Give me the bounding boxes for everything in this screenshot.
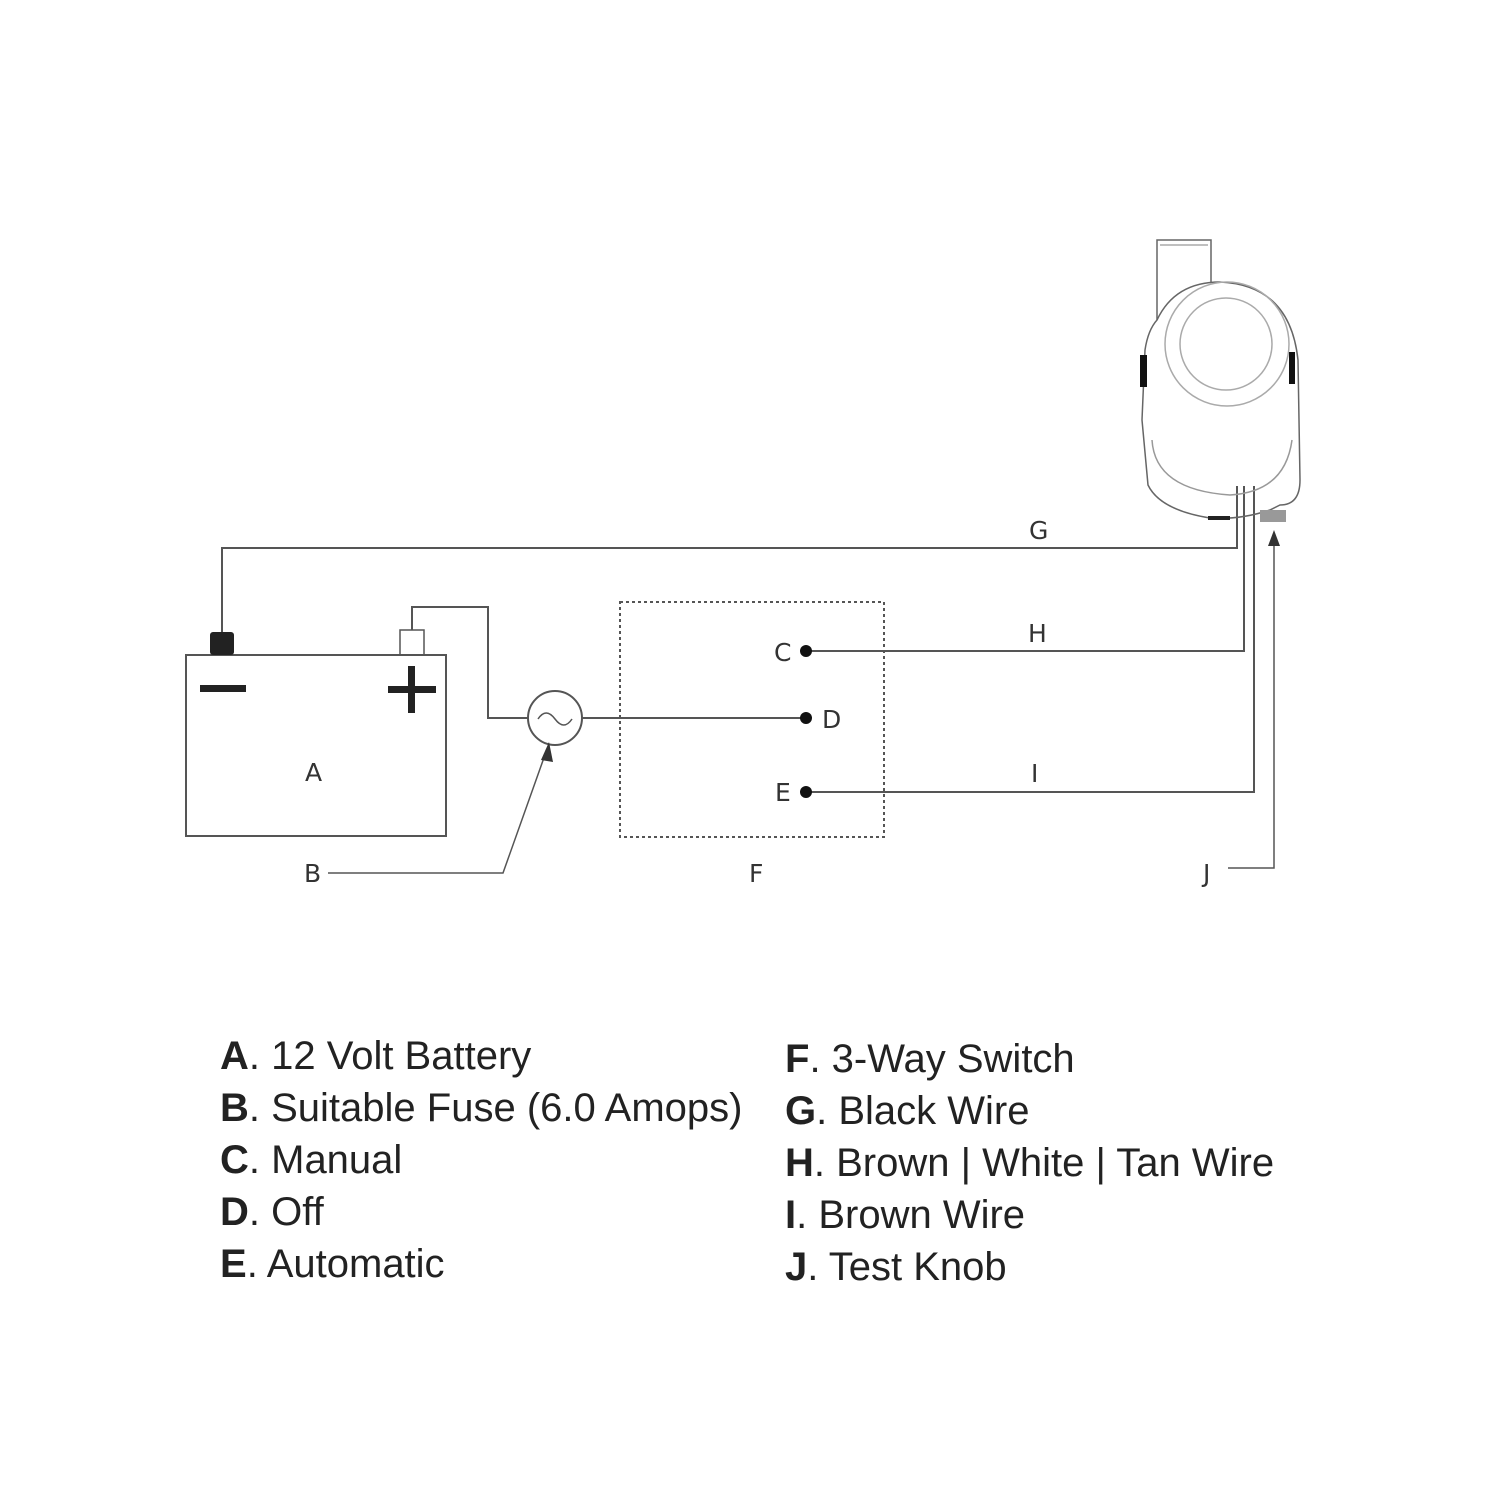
battery: [185, 654, 447, 837]
legend-key: I: [785, 1193, 797, 1237]
positive-terminal: [399, 629, 425, 656]
legend-item: B. Suitable Fuse (6.0 Amops): [220, 1082, 742, 1134]
leader-b: [328, 751, 547, 874]
legend-key: C: [220, 1138, 249, 1182]
legend-item: I. Brown Wire: [785, 1189, 1274, 1241]
negative-sign: [200, 685, 246, 692]
legend-key: F: [785, 1037, 810, 1081]
legend-item: A. 12 Volt Battery: [220, 1030, 742, 1082]
fuse-symbol: [537, 712, 573, 726]
positive-wire: [411, 606, 528, 719]
terminal-d: [800, 712, 812, 724]
label-e: E: [775, 778, 791, 807]
label-f: F: [749, 859, 763, 888]
wire-h: [806, 486, 1245, 652]
pump: [1141, 239, 1301, 522]
pump-clip-left: [1140, 355, 1147, 387]
legend-text: . Test Knob: [807, 1245, 1007, 1289]
positive-sign-v: [408, 666, 415, 713]
label-b: B: [304, 859, 321, 888]
legend-right: F. 3-Way Switch G. Black Wire H. Brown |…: [785, 1033, 1274, 1293]
legend-key: D: [220, 1190, 249, 1234]
legend-text: . Brown | White | Tan Wire: [813, 1141, 1275, 1185]
legend-text: . Manual: [248, 1138, 403, 1182]
legend-item: J. Test Knob: [785, 1241, 1274, 1293]
arrow-j-icon: [1268, 530, 1280, 546]
legend-item: F. 3-Way Switch: [785, 1033, 1274, 1085]
label-d: D: [822, 705, 841, 734]
pump-clip-right: [1289, 352, 1295, 384]
legend-text: . Black Wire: [816, 1089, 1030, 1133]
arrow-b-icon: [541, 742, 553, 762]
label-c: C: [774, 638, 791, 667]
terminal-c: [800, 645, 812, 657]
negative-terminal: [210, 632, 234, 655]
wire-i: [806, 486, 1255, 793]
legend-item: D. Off: [220, 1186, 742, 1238]
terminal-e: [800, 786, 812, 798]
legend-text: . Automatic: [246, 1242, 445, 1286]
legend-text: . Suitable Fuse (6.0 Amops): [248, 1086, 743, 1130]
legend-key: G: [785, 1089, 817, 1133]
legend-item: E. Automatic: [220, 1238, 742, 1290]
legend-text: . Brown Wire: [796, 1193, 1026, 1237]
legend-text: . Off: [248, 1190, 324, 1234]
legend-text: . 3-Way Switch: [809, 1037, 1075, 1081]
legend-item: H. Brown | White | Tan Wire: [785, 1137, 1274, 1189]
leader-j: [1228, 545, 1275, 869]
legend-key: E: [220, 1242, 247, 1286]
label-g: G: [1029, 516, 1048, 545]
legend-item: G. Black Wire: [785, 1085, 1274, 1137]
label-h: H: [1028, 619, 1047, 648]
label-i: I: [1031, 759, 1038, 788]
pump-base-mark: [1208, 516, 1230, 520]
legend-item: C. Manual: [220, 1134, 742, 1186]
legend-key: B: [220, 1086, 249, 1130]
label-a: A: [305, 758, 322, 787]
legend-text: . 12 Volt Battery: [248, 1034, 532, 1078]
three-way-switch: [619, 601, 885, 838]
legend-key: J: [785, 1245, 808, 1289]
legend-key: A: [220, 1034, 249, 1078]
legend-left: A. 12 Volt Battery B. Suitable Fuse (6.0…: [220, 1030, 742, 1290]
black-wire-g: [221, 486, 1238, 632]
label-j: J: [1201, 859, 1210, 888]
legend-key: H: [785, 1141, 814, 1185]
